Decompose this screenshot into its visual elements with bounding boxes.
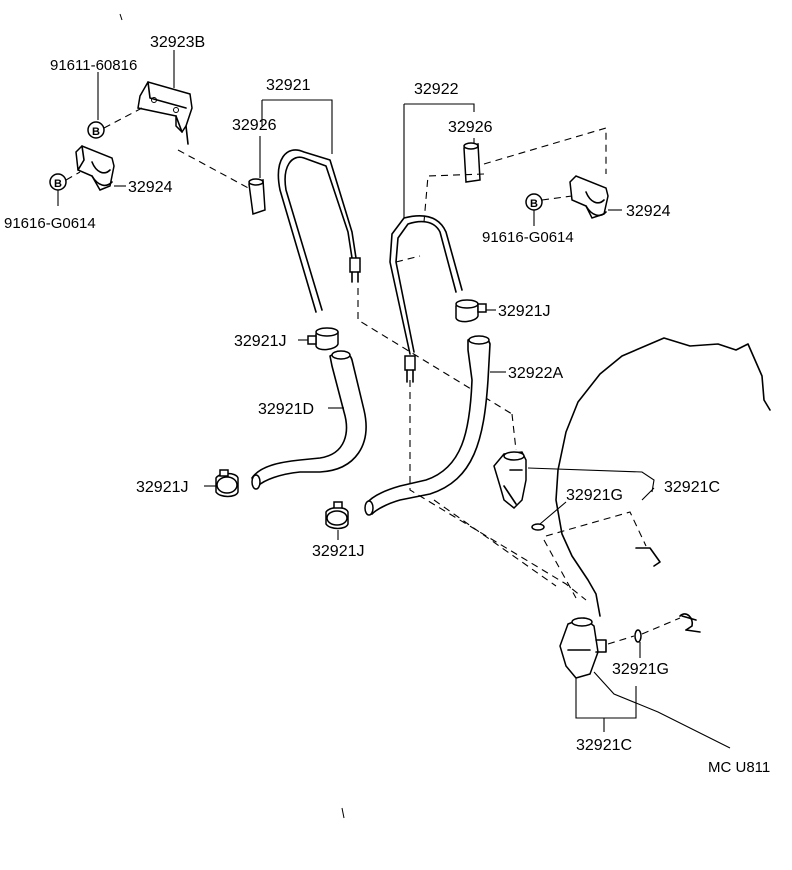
fitting-32926-left [248, 178, 266, 215]
clamp-32921J-right [455, 299, 487, 323]
label-32921J-mid: 32921J [234, 333, 287, 350]
hose-32921D [251, 350, 367, 490]
valve-32921C-lower [559, 617, 607, 679]
label-32921: 32921 [266, 77, 311, 94]
label-32921J-left: 32921J [136, 479, 189, 496]
clamp-32921J-left [215, 469, 239, 498]
engine-outline [555, 337, 771, 617]
label-91616-right: 91616-G0614 [482, 229, 574, 246]
label-32926-right: 32926 [448, 119, 493, 136]
label-32921G-lower: 32921G [612, 661, 669, 678]
bolt-marker-upper-left: B [87, 121, 105, 139]
label-32921J-right: 32921J [498, 303, 551, 320]
bolt-marker-right: B [525, 193, 543, 211]
o-ring-32921G-lower [634, 629, 642, 643]
clamp-32921J-bottom [325, 501, 349, 530]
label-32924-right: 32924 [626, 203, 671, 220]
label-32922A: 32922A [508, 365, 563, 382]
clamp-32921J-mid [307, 327, 339, 351]
label-32921C-lower: 32921C [576, 737, 632, 754]
label-32926-left: 32926 [232, 117, 277, 134]
label-91611-60816: 91611-60816 [50, 57, 137, 74]
label-32921C-upper: 32921C [664, 479, 720, 496]
label-32921J-bottom: 32921J [312, 543, 365, 560]
label-91616-left: 91616-G0614 [4, 215, 96, 232]
fitting-32926-right [463, 142, 481, 183]
valve-32921C-upper [493, 451, 545, 531]
reference-code: MC U811 [708, 759, 770, 776]
label-32924-left: 32924 [128, 179, 173, 196]
bolt-letter-right: B [530, 198, 538, 210]
pipe-32921 [277, 149, 361, 313]
clamp-32924-left [75, 145, 115, 191]
bolt-marker-lower-left: B [49, 173, 67, 191]
label-32921G-upper: 32921G [566, 487, 623, 504]
label-32921D: 32921D [258, 401, 314, 418]
pipe-32922 [389, 215, 463, 383]
hose-32922A [364, 335, 491, 516]
label-32923B: 32923B [150, 34, 205, 51]
label-32922: 32922 [414, 81, 459, 98]
bolt-letter-lower-left: B [54, 178, 62, 190]
bracket-32923B [137, 81, 193, 145]
bolt-letter-upper-left: B [92, 126, 100, 138]
clamp-32924-right [569, 175, 609, 219]
